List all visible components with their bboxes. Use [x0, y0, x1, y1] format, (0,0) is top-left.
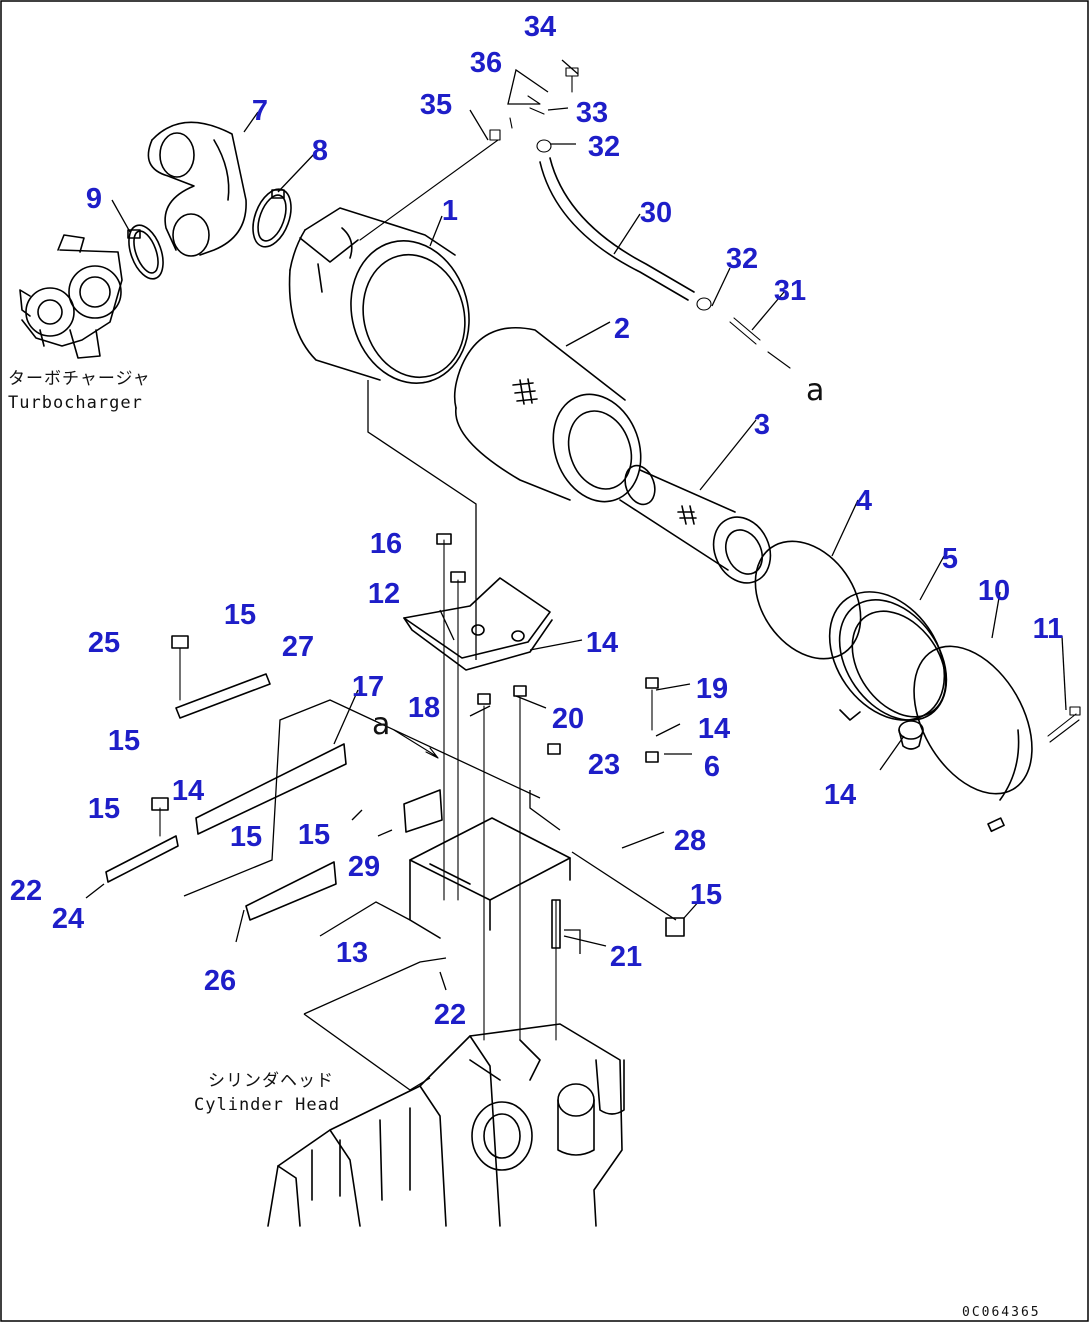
band-10 [913, 645, 1033, 833]
callout-29: 29 [348, 851, 380, 883]
callout-18: 18 [408, 692, 440, 724]
callout-25: 25 [88, 627, 120, 659]
callout-17: 17 [352, 671, 384, 703]
callout-10: 10 [978, 575, 1010, 607]
callout-35: 35 [420, 89, 452, 121]
callout-23: 23 [588, 749, 620, 781]
cylinder-head-label-jp: シリンダヘッド [208, 1071, 334, 1091]
callout-14: 14 [824, 779, 856, 811]
callout-32: 32 [726, 243, 758, 275]
callout-3: 3 [754, 409, 770, 441]
turbocharger-label-jp: ターボチャージャ [8, 369, 151, 389]
callout-34: 34 [524, 11, 556, 43]
callout-19: 19 [696, 673, 728, 705]
plate-25 [175, 673, 271, 719]
callout-15: 15 [230, 821, 262, 853]
evacuator-valve-6 [898, 720, 924, 750]
callout-21: 21 [610, 941, 642, 973]
callout-33: 33 [576, 97, 608, 129]
callout-22: 22 [434, 999, 466, 1031]
plate-26 [245, 861, 337, 921]
callout-24: 24 [52, 903, 84, 935]
callout-15: 15 [690, 879, 722, 911]
callout-6: 6 [704, 751, 720, 783]
hose-clamp-8 [252, 188, 292, 248]
bolt-11 [1047, 706, 1081, 743]
turbocharger-caption: ターボチャージャ Turbocharger [8, 369, 151, 413]
drawing-number: 0C064365 [962, 1305, 1041, 1320]
callout-2: 2 [614, 313, 630, 345]
callout-13: 13 [336, 937, 368, 969]
o-ring-4 [754, 540, 862, 660]
callout-9: 9 [86, 183, 102, 215]
callout-14: 14 [698, 713, 730, 745]
turbocharger-illustration [19, 234, 123, 359]
callout-15: 15 [88, 793, 120, 825]
callout-14: 14 [586, 627, 618, 659]
callout-15: 15 [224, 599, 256, 631]
outer-element-2 [453, 326, 642, 503]
mounting-bracket-13 [409, 817, 571, 939]
plate-28 [403, 789, 443, 833]
callout-4: 4 [856, 485, 872, 517]
air-cleaner-body-1 [288, 207, 470, 384]
connection-arrows [393, 729, 439, 759]
cover-5 [828, 591, 948, 721]
connection-marker-a-lower: a [372, 707, 390, 742]
callout-1: 1 [442, 195, 458, 227]
plate-27 [195, 743, 347, 835]
callout-36: 36 [470, 47, 502, 79]
callout-11: 11 [1033, 613, 1064, 645]
bolt-heads [151, 533, 685, 949]
bracket-12 [403, 577, 553, 671]
cylinder-head-caption: シリンダヘッド Cylinder Head [194, 1071, 340, 1115]
callout-27: 27 [282, 631, 314, 663]
elbow-duct-7 [147, 121, 247, 257]
hose-fittings [359, 67, 791, 369]
callout-28: 28 [674, 825, 706, 857]
assembly-lines [183, 380, 677, 1091]
cylinder-head-label-en: Cylinder Head [194, 1095, 340, 1115]
callout-16: 16 [370, 528, 402, 560]
bolts [159, 539, 653, 1041]
vacuator-hose-30 [539, 157, 695, 301]
callout-14: 14 [172, 775, 204, 807]
callout-12: 12 [368, 578, 400, 610]
cylinder-head-illustration [267, 1023, 625, 1227]
callout-15: 15 [108, 725, 140, 757]
connection-marker-a-upper: a [806, 373, 824, 408]
callout-8: 8 [312, 135, 328, 167]
turbocharger-label-en: Turbocharger [8, 393, 143, 413]
callout-31: 31 [774, 275, 806, 307]
hose-clamp-9 [127, 224, 164, 280]
inner-element-3 [619, 464, 772, 584]
callout-20: 20 [552, 703, 584, 735]
callout-26: 26 [204, 965, 236, 997]
callout-5: 5 [942, 543, 958, 575]
callout-7: 7 [252, 95, 268, 127]
callout-15: 15 [298, 819, 330, 851]
callout-30: 30 [640, 197, 672, 229]
callout-leaders [85, 59, 1067, 991]
callout-22: 22 [10, 875, 42, 907]
callout-32: 32 [588, 131, 620, 163]
plate-24 [105, 835, 179, 883]
